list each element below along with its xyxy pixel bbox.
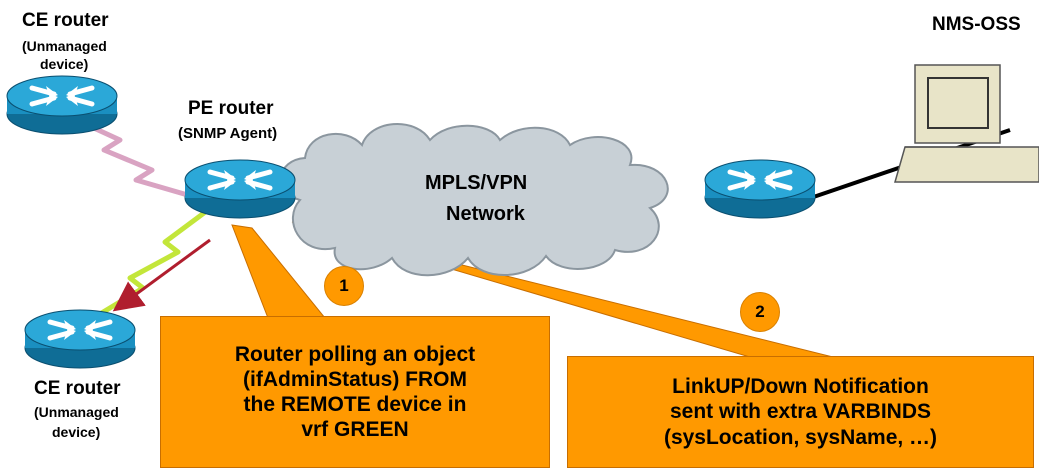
cloud-label-line1: MPLS/VPN (425, 172, 528, 194)
step-2-badge: 2 (740, 292, 780, 332)
pe-router-title: PE router (188, 98, 274, 119)
router-icon (7, 76, 117, 134)
step-1-line-3: the REMOTE device in (243, 393, 467, 416)
pe-router-subtitle: (SNMP Agent) (178, 125, 278, 142)
router-icon (25, 310, 135, 368)
ce-bottom-subtitle-1: (Unmanaged (34, 404, 119, 420)
step-1-callout: Router polling an object (ifAdminStatus)… (160, 316, 550, 468)
step-1-line-1: Router polling an object (234, 342, 476, 366)
ce-bottom-title: CE router (34, 378, 121, 399)
workstation-icon (894, 64, 1039, 183)
poll-arrow (112, 238, 211, 312)
ce-top-subtitle-2: device) (40, 56, 89, 72)
step-2-line-3: (sysLocation, sysName, …) (663, 425, 938, 449)
ce-top-title: CE router (22, 10, 109, 31)
router-icon (705, 160, 815, 218)
cloud-label-line2: Network (446, 203, 525, 225)
nms-oss-title: NMS-OSS (932, 14, 1021, 35)
cloud-icon (280, 123, 669, 277)
step-2-line-1: LinkUP/Down Notification (672, 375, 929, 399)
step-1-badge: 1 (324, 266, 364, 306)
step-1-line-2: (ifAdminStatus) FROM (243, 367, 467, 391)
step-2-line-2: sent with extra VARBINDS (670, 400, 931, 424)
ce-top-subtitle-1: (Unmanaged (22, 38, 107, 54)
step-2-callout: LinkUP/Down Notification sent with extra… (567, 356, 1034, 468)
link-ce-bottom (88, 207, 210, 323)
link-ce-top (70, 115, 199, 201)
router-icon (185, 160, 295, 218)
ce-bottom-subtitle-2: device) (52, 424, 101, 440)
step-1-line-4: vrf GREEN (301, 418, 409, 442)
